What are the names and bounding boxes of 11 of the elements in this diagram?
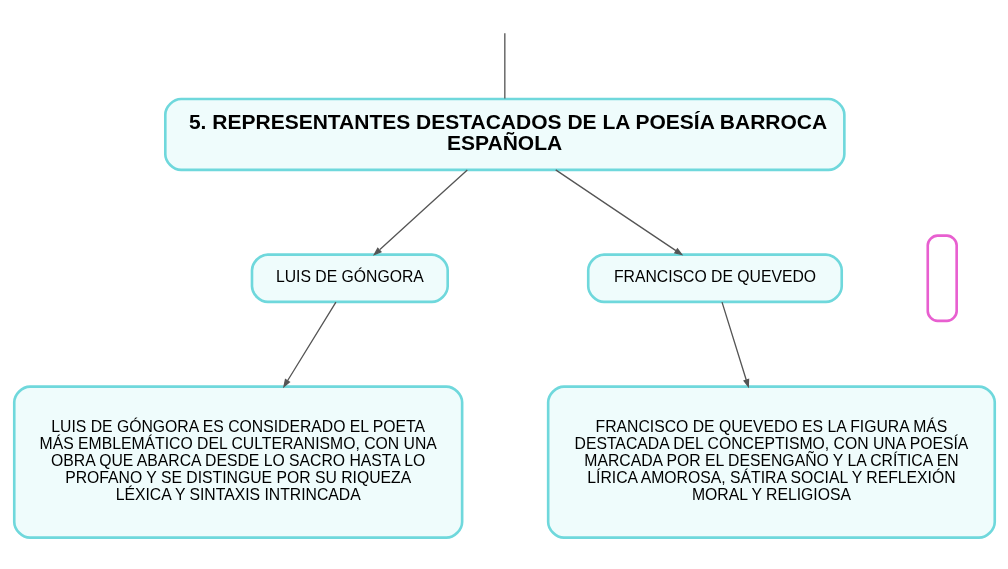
node-box: 5. REPRESENTANTES DESTACADOS DE LA POESÍA BARROCA ESPAÑOLA	[163, 97, 846, 171]
arrow	[282, 301, 337, 388]
arrow	[554, 168, 683, 256]
node-box: LUIS DE GÓNGORA	[250, 252, 449, 303]
connector	[503, 32, 505, 99]
node-box: FRANCISCO DE QUEVEDO	[586, 252, 843, 303]
arrow	[372, 168, 468, 256]
node-box	[925, 233, 958, 322]
node-box: LUIS DE GÓNGORA ES CONSIDERADO EL POETA MÁS EMBLEMÁTICO DEL CULTERANISMO, CON UNA OBRA QUE ABARCA DESDE LO SACRO HASTA LO PROFANO Y SE DISTINGUE POR SU RIQUEZA LÉXICA Y SINTAXIS INTRINCADA	[12, 384, 463, 539]
node-box: FRANCISCO DE QUEVEDO ES LA FIGURA MÁS DESTACADA DEL CONCEPTISMO, CON UNA POESÍA MARCADA POR EL DESENGAÑO Y LA CRÍTICA EN LÍRICA AMOROSA, SÁTIRA SOCIAL Y REFLEXIÓN MORAL Y RELIGIOSA	[546, 384, 996, 539]
arrow	[720, 301, 749, 388]
